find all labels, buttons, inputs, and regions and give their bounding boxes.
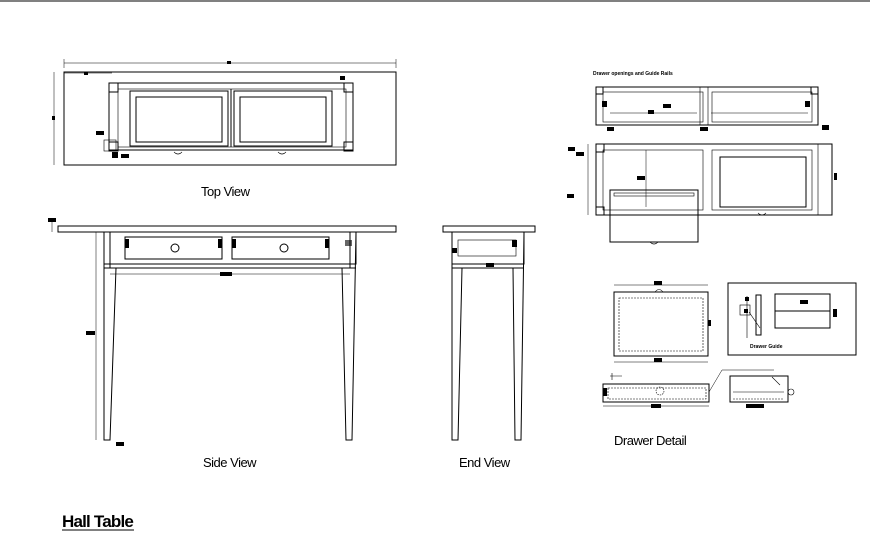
drawer-guide-label: Drawer Guide bbox=[750, 344, 783, 350]
top-view-outline bbox=[63, 71, 397, 166]
drawer-openings-label: Drawer openings and Guide Rails bbox=[593, 71, 673, 77]
end-view bbox=[442, 225, 536, 441]
drawer-detail-view: Drawer Guide bbox=[602, 281, 857, 408]
end-view-label: End View bbox=[459, 455, 511, 470]
top-view bbox=[52, 59, 397, 166]
drawer-detail-label: Drawer Detail bbox=[614, 433, 687, 448]
top-view-label: Top View bbox=[201, 184, 251, 199]
drawer-openings-view bbox=[567, 86, 837, 245]
side-view bbox=[48, 218, 397, 446]
drawing-title: Hall Table bbox=[62, 512, 133, 531]
side-view-label: Side View bbox=[203, 455, 257, 470]
